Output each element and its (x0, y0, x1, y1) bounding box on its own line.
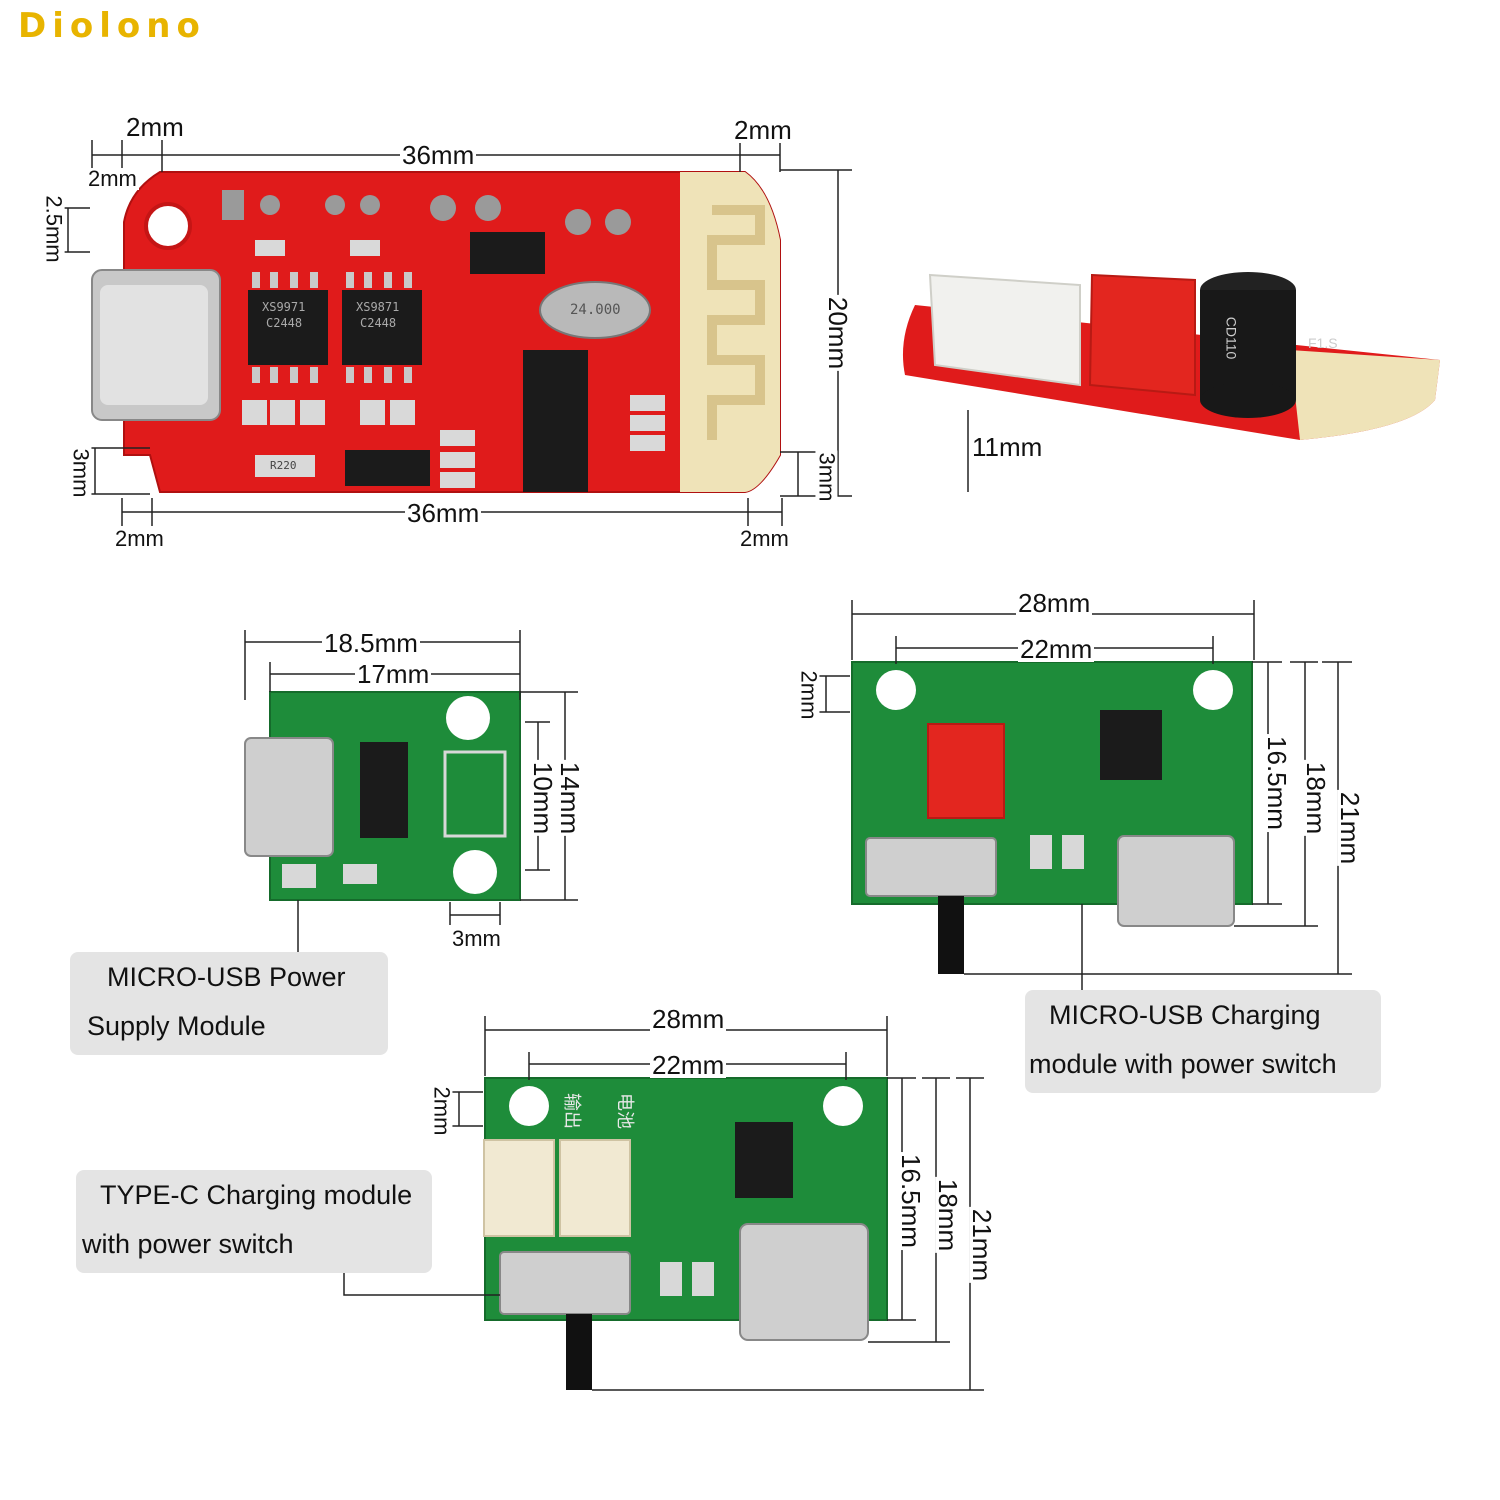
micro-usb-power-board (244, 691, 521, 901)
dim-main-width-bottom: 36mm (405, 498, 482, 528)
dim-typec-width-outer: 28mm (650, 1004, 727, 1034)
chip-label-3: XS9871 (356, 300, 400, 314)
label-typec-charge: TYPE-C Charging module with power switch (76, 1170, 432, 1273)
dim-typec-width-inner: 22mm (650, 1050, 727, 1080)
dim-main-right-margin-top: 2mm (732, 115, 794, 145)
dim-typec-hole-offset: 2mm (429, 1084, 455, 1138)
dim-micro-power-bottom: 3mm (450, 926, 503, 951)
dim-micro-charge-h3: 21mm (1335, 789, 1366, 867)
label-micro-charge-line2: module with power switch (1029, 1049, 1337, 1079)
label-micro-charge-line1: MICRO-USB Charging (1049, 1000, 1321, 1030)
label-micro-charge: MICRO-USB Charging module with power swi… (1025, 990, 1381, 1093)
dim-typec-h2: 18mm (933, 1176, 964, 1254)
dim-main-left-margin-top: 2mm (124, 112, 186, 142)
label-micro-power-line2: Supply Module (87, 1011, 266, 1041)
main-red-board (91, 171, 781, 493)
dim-main-width-top: 36mm (400, 140, 477, 170)
typec-charge-board (483, 1077, 888, 1390)
dim-micro-charge-hole-offset: 2mm (796, 668, 822, 722)
dim-main-left-margin-bottom: 2mm (113, 526, 166, 551)
silk-output: 输出 (561, 1093, 582, 1129)
dim-micro-charge-width-outer: 28mm (1016, 588, 1093, 618)
side-red-board (902, 272, 1440, 440)
dim-micro-power-width-inner: 17mm (355, 659, 432, 689)
dim-micro-power-height: 14mm (555, 759, 586, 837)
label-typec-charge-line1: TYPE-C Charging module (100, 1180, 413, 1210)
label-typec-charge-line2: with power switch (82, 1229, 294, 1259)
capacitor-label: CD110 (1223, 316, 1240, 360)
micro-usb-charge-board (851, 661, 1253, 974)
capacitor-label-2: F1.S (1308, 335, 1338, 351)
dim-main-height: 20mm (823, 294, 854, 372)
dim-main-hole-offset: 2.5mm (41, 193, 67, 265)
brand-logo: Diolono (18, 6, 206, 46)
label-micro-power-line1: MICRO-USB Power (107, 962, 346, 992)
resistor-label: R220 (270, 459, 297, 472)
chip-label-1: XS9971 (262, 300, 306, 314)
label-micro-power: MICRO-USB Power Supply Module (70, 952, 388, 1055)
chip-label-2: C2448 (266, 316, 303, 330)
dim-micro-power-width-outer: 18.5mm (322, 628, 420, 658)
silk-battery: 电池 (614, 1093, 635, 1129)
dim-main-bottom-left-height: 3mm (68, 446, 94, 500)
dim-typec-h1: 16.5mm (895, 1152, 926, 1250)
dim-side-height: 11mm (970, 432, 1045, 462)
dim-micro-power-hole-pitch: 10mm (528, 759, 559, 837)
dim-main-right-margin-bottom: 2mm (738, 526, 791, 551)
crystal-label: 24.000 (570, 302, 621, 318)
dim-micro-charge-h2: 18mm (1301, 759, 1332, 837)
dim-micro-charge-h1: 16.5mm (1261, 734, 1292, 832)
dim-main-small-left: 2mm (86, 166, 139, 191)
dim-typec-h3: 21mm (967, 1206, 998, 1284)
dim-main-bottom-right-height: 3mm (814, 450, 840, 504)
chip-label-4: C2448 (360, 316, 397, 330)
dim-micro-charge-width-inner: 22mm (1018, 634, 1095, 664)
